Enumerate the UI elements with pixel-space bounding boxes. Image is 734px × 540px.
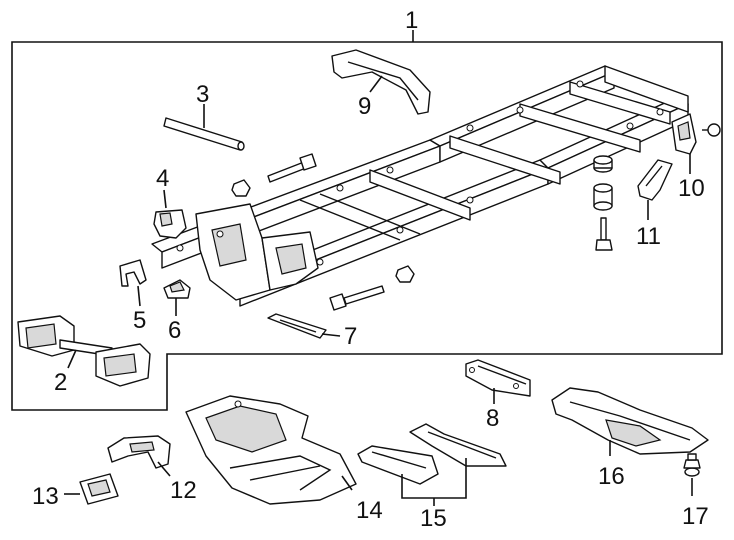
nut-lower[interactable]: [395, 265, 415, 283]
shield-15b[interactable]: [409, 423, 507, 467]
leader-2: [67, 349, 77, 369]
shield-15a[interactable]: [357, 445, 439, 485]
leader-14: [341, 475, 353, 491]
rod[interactable]: [163, 117, 245, 151]
bolt-lower[interactable]: [329, 285, 385, 311]
bracket-10[interactable]: [671, 113, 697, 155]
leader-4: [163, 189, 167, 209]
plate-7[interactable]: [267, 313, 327, 339]
bracket-8[interactable]: [465, 359, 531, 397]
callout-8: 8: [486, 405, 499, 432]
callout-1: 1: [405, 7, 418, 34]
leader-7: [321, 333, 341, 337]
leader-9: [369, 75, 383, 93]
skid-plate-14[interactable]: [185, 395, 357, 505]
callout-7: 7: [344, 323, 357, 350]
callout-15: 15: [420, 505, 447, 532]
push-pin-10[interactable]: [702, 123, 721, 137]
callout-16: 16: [598, 463, 625, 490]
clip-5[interactable]: [119, 259, 147, 287]
bracket-11[interactable]: [637, 159, 673, 201]
callout-6: 6: [168, 317, 181, 344]
callout-10: 10: [678, 175, 705, 202]
leader-12: [157, 461, 171, 477]
shield-16[interactable]: [551, 387, 709, 455]
front-crossmember[interactable]: [17, 315, 151, 387]
callout-2: 2: [54, 369, 67, 396]
callout-5: 5: [133, 307, 146, 334]
bushing-lower[interactable]: [593, 183, 613, 211]
callout-14: 14: [356, 497, 383, 524]
leader-5: [137, 285, 141, 307]
bushing-upper[interactable]: [593, 155, 613, 173]
callout-3: 3: [196, 81, 209, 108]
callout-13: 13: [32, 483, 59, 510]
bracket-12[interactable]: [107, 435, 171, 469]
callout-4: 4: [156, 165, 169, 192]
nut-upper[interactable]: [231, 179, 251, 197]
callout-9: 9: [358, 93, 371, 120]
vehicle-frame[interactable]: [151, 65, 689, 307]
brace-9[interactable]: [331, 49, 431, 115]
callout-12: 12: [170, 477, 197, 504]
bracket-4[interactable]: [153, 209, 187, 239]
bushing-bolt[interactable]: [595, 217, 613, 251]
mount-6[interactable]: [163, 279, 191, 299]
callout-11: 11: [636, 223, 661, 250]
callout-17: 17: [682, 503, 709, 530]
bracket-13[interactable]: [79, 473, 119, 505]
bolt-upper[interactable]: [267, 153, 317, 183]
leader-15: [401, 458, 467, 506]
assembly-boundary: [11, 41, 723, 411]
push-fastener-17[interactable]: [683, 453, 701, 477]
